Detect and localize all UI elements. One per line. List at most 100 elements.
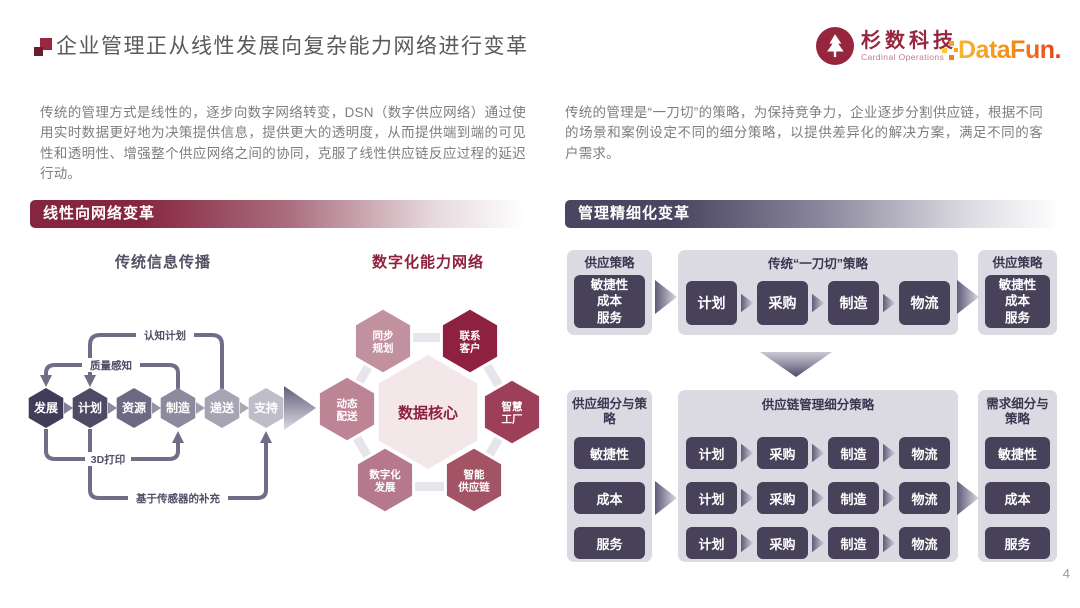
node-connect-customers: 联系客户	[459, 329, 481, 355]
node-smart-factory: 智慧工厂	[501, 400, 523, 426]
digital-network-title: 数字化能力网络	[371, 254, 484, 271]
node-digital-development: 数字化发展	[368, 468, 401, 494]
flow-hexagons	[28, 388, 284, 428]
step-procure: 采购	[757, 527, 808, 559]
step-manufacture: 制造	[828, 281, 879, 325]
attr-line: 成本	[596, 294, 622, 309]
flow-step: 支持	[253, 400, 278, 415]
panel-header: 供应细分与策略	[571, 397, 647, 426]
chevron-right-icon	[882, 293, 896, 313]
loop-label-quality-sensing: 质量感知	[90, 359, 132, 372]
chevron-right-icon	[811, 443, 825, 463]
chevron-right-icon	[957, 481, 979, 515]
linear-flow-diagram: 认知计划 质量感知 3D打印 基于传感器的补充 发展 计划 资源 制造 递送 支…	[28, 328, 316, 505]
cardinal-operations-logo: 杉数科技 Cardinal Operations	[816, 27, 957, 65]
chevron-right-icon	[811, 488, 825, 508]
loop-label-cognitive-planning: 认知计划	[144, 329, 186, 342]
chevron-right-icon	[882, 533, 896, 553]
segmented-center-panel: 供应链管理细分策略 计划 采购 制造 物流 计划 采购 制造 物流 计划 采购 …	[678, 390, 958, 562]
chevron-right-icon	[655, 481, 677, 515]
step-logistics: 物流	[899, 527, 950, 559]
pine-tree-icon	[816, 27, 854, 65]
attr-line: 成本	[1004, 294, 1030, 309]
node-smart-supply-chain: 智能供应链	[457, 468, 490, 494]
panel-header: 传统“一刀切”策略	[767, 257, 868, 271]
panel-header: 供应策略	[584, 256, 635, 270]
attr-service: 服务	[574, 527, 645, 559]
cardinal-logo-name: 杉数科技	[861, 30, 957, 52]
flow-step: 递送	[210, 400, 235, 415]
attr-agility: 敏捷性	[985, 437, 1050, 469]
node-dynamic-delivery: 动态配送	[337, 397, 358, 423]
attr-line: 服务	[596, 310, 622, 325]
strategy-attributes-box: 敏捷性 成本 服务	[985, 275, 1050, 328]
cardinal-logo-subtitle: Cardinal Operations	[861, 52, 945, 62]
step-manufacture: 制造	[828, 482, 879, 514]
demand-segment-panel: 需求细分与策略 敏捷性 成本 服务	[978, 390, 1057, 562]
step-manufacture: 制造	[828, 527, 879, 559]
step-plan: 计划	[686, 281, 737, 325]
attr-line: 敏捷性	[590, 277, 629, 292]
one-size-strategy-row: 供应策略 敏捷性 成本 服务 传统“一刀切”策略 计划 采购 制造 物流 供应策…	[565, 250, 1057, 335]
step-procure: 采购	[757, 281, 808, 325]
attr-cost: 成本	[985, 482, 1050, 514]
step-procure: 采购	[757, 482, 808, 514]
feedback-arrowheads	[40, 375, 272, 443]
attr-agility: 敏捷性	[574, 437, 645, 469]
chevron-right-icon	[882, 443, 896, 463]
panel-header: 需求细分与策略	[986, 397, 1049, 426]
banner-linear-to-network: 线性向网络变革	[30, 200, 522, 228]
step-procure: 采购	[757, 437, 808, 469]
attr-line: 敏捷性	[998, 277, 1037, 292]
step-plan: 计划	[686, 437, 737, 469]
arrow-down-icon	[760, 352, 832, 377]
data-core-hexagon	[378, 355, 478, 469]
chevron-right-icon	[655, 280, 677, 314]
flow-step: 制造	[166, 400, 191, 415]
intro-paragraph-right: 传统的管理是“一刀切”的策略，为保持竞争力，企业逐步分割供应链，根据不同的场景和…	[565, 105, 1043, 161]
chevron-right-icon	[957, 280, 979, 314]
panel-header: 供应策略	[992, 256, 1043, 270]
chevron-right-icon	[740, 488, 754, 508]
traditional-flow-title: 传统信息传播	[114, 254, 211, 271]
supply-segment-panel: 供应细分与策略 敏捷性 成本 服务	[567, 390, 652, 562]
capability-network-diagram: 数据核心 同步规划 联系客户 动态配送 智慧工厂 数字化发展 智能供应链	[316, 306, 543, 515]
chevron-right-icon	[740, 293, 754, 313]
big-chevron-icon	[284, 386, 316, 430]
segmented-strategy-row: 供应细分与策略 敏捷性 成本 服务 供应链管理细分策略 计划 采购 制造 物流 …	[565, 390, 1057, 562]
loop-label-3d-printing: 3D打印	[91, 453, 125, 466]
datafun-logo: DataFun.	[942, 36, 1061, 65]
pixel-dots-icon	[942, 38, 958, 64]
flow-step: 计划	[78, 400, 102, 415]
chevron-right-icon	[882, 488, 896, 508]
strategy-attributes-box: 敏捷性 成本 服务	[574, 275, 645, 328]
page-title: 企业管理正从线性发展向复杂能力网络进行变革	[56, 35, 529, 58]
step-plan: 计划	[686, 482, 737, 514]
supply-strategy-panel-right: 供应策略 敏捷性 成本 服务	[978, 250, 1057, 335]
network-node-hexagons	[316, 306, 543, 515]
attr-cost: 成本	[574, 482, 645, 514]
flow-step: 资源	[122, 400, 146, 415]
step-manufacture: 制造	[828, 437, 879, 469]
intro-paragraph-left: 传统的管理方式是线性的，逐步向数字网络转变，DSN（数字供应网络）通过使用实时数…	[40, 105, 526, 181]
panel-header: 供应链管理细分策略	[761, 398, 875, 412]
flow-step: 发展	[33, 400, 58, 415]
node-sync-planning: 同步规划	[373, 329, 394, 355]
step-logistics: 物流	[899, 281, 950, 325]
step-logistics: 物流	[899, 437, 950, 469]
one-size-center-panel: 传统“一刀切”策略 计划 采购 制造 物流	[678, 250, 958, 335]
page-number: 4	[1062, 566, 1070, 581]
flow-step-chevrons	[64, 402, 249, 414]
banner-refined-management: 管理精细化变革	[565, 200, 1057, 228]
datafun-logo-text: DataFun.	[958, 36, 1061, 64]
loop-label-sensor-replenishment: 基于传感器的补充	[135, 492, 220, 505]
attr-service: 服务	[985, 527, 1050, 559]
title-bullet-icon	[34, 38, 54, 58]
chevron-right-icon	[740, 533, 754, 553]
step-logistics: 物流	[899, 482, 950, 514]
data-core-label: 数据核心	[398, 404, 458, 422]
chevron-right-icon	[811, 293, 825, 313]
chevron-right-icon	[740, 443, 754, 463]
attr-line: 服务	[1004, 310, 1030, 325]
